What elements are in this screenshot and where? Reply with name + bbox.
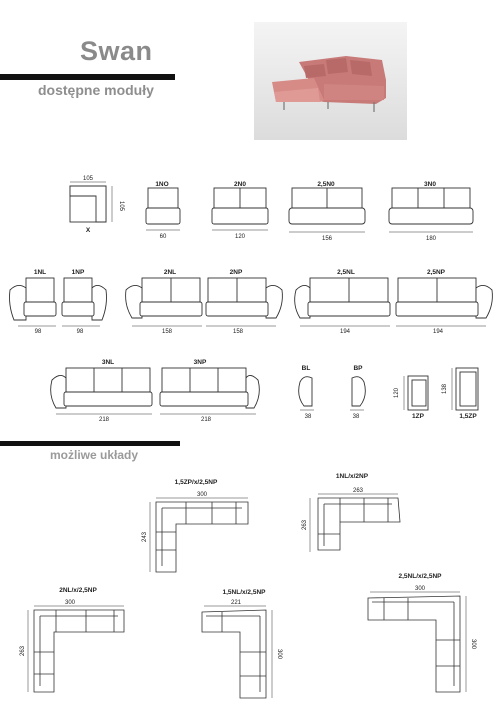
svg-text:194: 194: [433, 329, 444, 335]
module-2-5np: 2,5NP 194: [395, 269, 493, 335]
svg-text:156: 156: [322, 236, 333, 242]
module-bl: BL 38: [298, 365, 314, 420]
svg-text:38: 38: [305, 414, 312, 420]
svg-text:2,5NL: 2,5NL: [337, 269, 355, 276]
module-1-5zp: 138 1,5ZP: [442, 367, 479, 420]
module-1nl: 1NL 98: [9, 269, 57, 335]
svg-text:3NP: 3NP: [194, 359, 207, 366]
layout-1-5nl-x-2-5np: 1,5NL/x/2,5NP 221 300: [201, 589, 282, 699]
possible-layouts-heading: możliwe układy: [50, 448, 139, 462]
svg-text:2N0: 2N0: [234, 181, 246, 188]
layout-1nl-x-2np: 1NL/x/2NP 263 263: [302, 473, 401, 552]
module-2-5nl: 2,5NL 194: [294, 269, 391, 335]
svg-text:2,5N0: 2,5N0: [317, 181, 335, 188]
header-divider: [0, 74, 175, 80]
svg-text:2,5NP: 2,5NP: [427, 269, 446, 276]
svg-text:138: 138: [442, 383, 448, 394]
module-x: 105 105 X: [69, 176, 124, 234]
svg-text:158: 158: [233, 329, 244, 335]
svg-text:38: 38: [353, 414, 360, 420]
svg-text:1,5NL/x/2,5NP: 1,5NL/x/2,5NP: [223, 589, 267, 596]
svg-text:194: 194: [340, 329, 351, 335]
svg-text:158: 158: [162, 329, 173, 335]
module-2nl: 2NL 158: [125, 269, 203, 335]
svg-text:263: 263: [302, 519, 308, 530]
svg-text:1NO: 1NO: [155, 181, 168, 188]
svg-text:218: 218: [201, 417, 212, 423]
module-1no: 1NO 60: [145, 181, 181, 240]
layout-1-5zp-x-2-5np: 1,5ZP/x/2,5NP 300 243: [142, 479, 249, 573]
page-title: Swan: [80, 36, 153, 66]
svg-text:2NL/x/2,5NP: 2NL/x/2,5NP: [59, 587, 97, 594]
svg-text:1,5ZP/x/2,5NP: 1,5ZP/x/2,5NP: [175, 479, 218, 486]
svg-text:1,5ZP: 1,5ZP: [459, 413, 477, 420]
svg-text:300: 300: [276, 649, 282, 660]
svg-text:120: 120: [394, 387, 400, 398]
module-2np: 2NP 158: [205, 269, 283, 335]
svg-text:300: 300: [197, 492, 208, 498]
svg-text:263: 263: [20, 645, 26, 656]
modules-diagram: 105 105 X 1NO 60 2N0 120 2,5N0 156 3N0 1: [9, 176, 493, 423]
svg-text:1NP: 1NP: [72, 269, 85, 276]
svg-text:3N0: 3N0: [424, 181, 436, 188]
svg-text:1NL/x/2NP: 1NL/x/2NP: [336, 473, 369, 480]
svg-text:300: 300: [415, 586, 426, 592]
module-3np: 3NP 218: [159, 359, 260, 423]
module-2-5n0: 2,5N0 156: [288, 181, 366, 242]
svg-text:BL: BL: [302, 365, 311, 372]
svg-text:243: 243: [142, 531, 148, 542]
svg-text:98: 98: [35, 329, 42, 335]
svg-text:300: 300: [470, 639, 476, 650]
layouts-divider: [0, 441, 180, 446]
module-x-width: 105: [83, 176, 94, 182]
module-1zp: 120 1ZP: [394, 375, 429, 420]
module-bp: BP 38: [350, 365, 366, 420]
svg-text:221: 221: [231, 600, 242, 606]
svg-text:98: 98: [77, 329, 84, 335]
layout-2-5nl-x-2-5np: 2,5NL/x/2,5NP 300 300: [367, 573, 476, 693]
svg-text:2NP: 2NP: [230, 269, 243, 276]
svg-text:120: 120: [235, 234, 246, 240]
module-3nl: 3NL 218: [50, 359, 153, 423]
svg-text:2NL: 2NL: [164, 269, 176, 276]
svg-text:2,5NL/x/2,5NP: 2,5NL/x/2,5NP: [399, 573, 443, 580]
product-photo: [254, 22, 407, 140]
corner-sofa-image: [272, 56, 386, 112]
svg-text:BP: BP: [353, 365, 363, 372]
svg-text:1NL: 1NL: [34, 269, 46, 276]
svg-text:1ZP: 1ZP: [412, 413, 425, 420]
svg-text:60: 60: [160, 234, 167, 240]
available-modules-heading: dostępne moduły: [38, 82, 154, 98]
layout-2nl-x-2-5np: 2NL/x/2,5NP 300 263: [20, 587, 125, 693]
svg-text:180: 180: [426, 236, 437, 242]
svg-text:3NL: 3NL: [102, 359, 114, 366]
module-3n0: 3N0 180: [388, 181, 474, 242]
layouts-diagram: 1,5ZP/x/2,5NP 300 243 1NL/x/2NP 263 263 …: [20, 473, 476, 699]
svg-text:300: 300: [65, 600, 76, 606]
module-x-code: X: [86, 227, 91, 234]
module-x-depth: 105: [118, 201, 124, 212]
svg-text:263: 263: [353, 488, 364, 494]
svg-text:218: 218: [99, 417, 110, 423]
module-1np: 1NP 98: [61, 269, 107, 335]
module-2n0: 2N0 120: [211, 181, 269, 240]
